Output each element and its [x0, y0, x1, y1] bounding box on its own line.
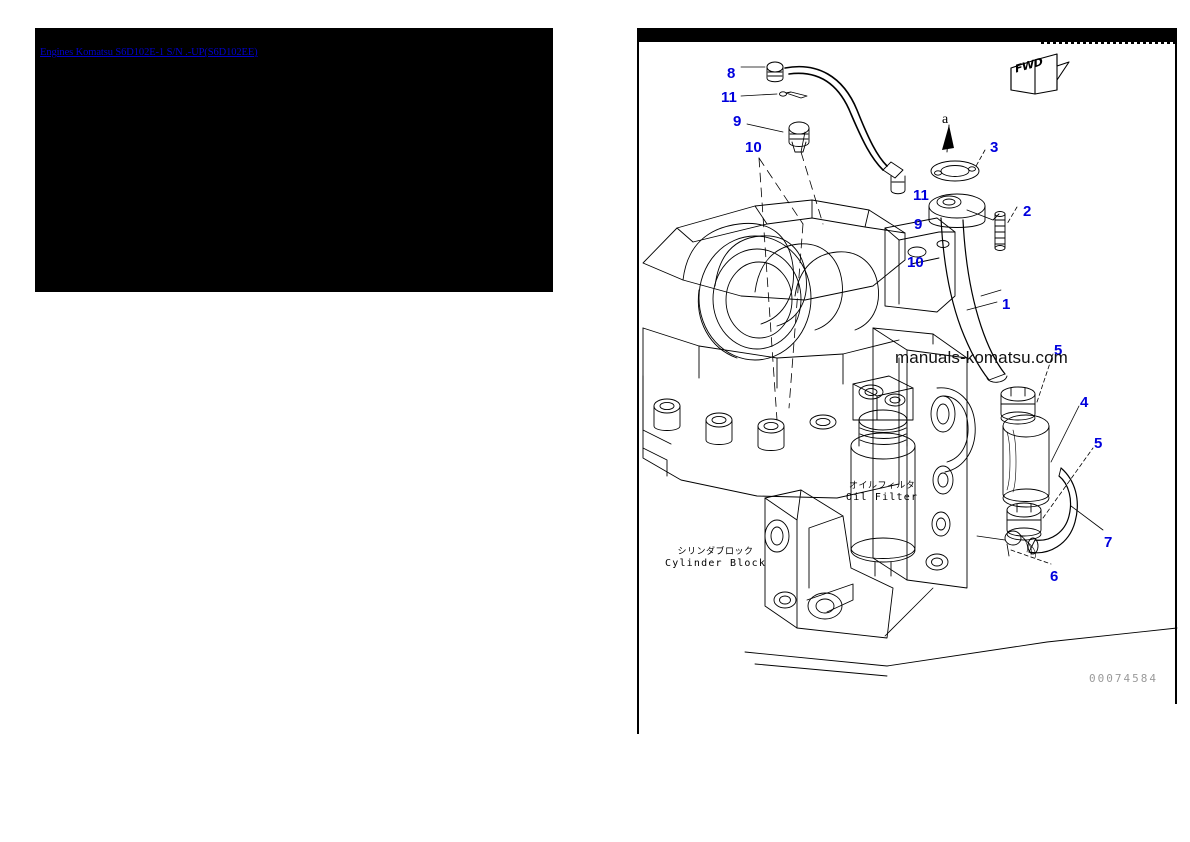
diagram-dotted-top-border — [1041, 42, 1177, 44]
callout-2[interactable]: 2 — [1023, 203, 1032, 220]
callout-5-upper[interactable]: 5 — [1054, 342, 1063, 359]
diagram-right-border — [1175, 42, 1177, 704]
callout-5-lower[interactable]: 5 — [1094, 435, 1103, 452]
label-cylinder-block: シリンダブロック Cylinder Block — [665, 546, 766, 570]
parts-diagram-panel: 8 11 9 10 3 2 11 9 10 1 5 4 5 7 6 a FWD … — [637, 28, 1190, 734]
callout-9-mid[interactable]: 9 — [914, 216, 923, 233]
diagram-left-border — [637, 42, 639, 734]
drawing-number: 00074584 — [1089, 672, 1158, 685]
label-oil-filter: オイルフィルタ Oil Filter — [846, 480, 918, 504]
callout-4[interactable]: 4 — [1080, 394, 1089, 411]
label-oil-filter-en: Oil Filter — [846, 492, 919, 503]
label-cylinder-block-en: Cylinder Block — [665, 558, 767, 569]
callout-1[interactable]: 1 — [1002, 296, 1011, 313]
callout-3[interactable]: 3 — [990, 139, 999, 156]
left-black-panel: Engines Komatsu S6D102E-1 S/N .-UP(S6D10… — [35, 28, 553, 292]
diagram-top-bar — [637, 28, 1177, 42]
section-marker-a: a — [942, 112, 949, 127]
label-oil-filter-jp: オイルフィルタ — [848, 481, 916, 491]
callout-7[interactable]: 7 — [1104, 534, 1113, 551]
callout-6[interactable]: 6 — [1050, 568, 1059, 585]
callout-8[interactable]: 8 — [727, 65, 736, 82]
label-cylinder-block-jp: シリンダブロック — [677, 547, 754, 557]
site-watermark: manuals-komatsu.com — [895, 348, 1068, 367]
callout-9-top[interactable]: 9 — [733, 113, 742, 130]
callout-11-top[interactable]: 11 — [721, 89, 737, 106]
callout-11-mid[interactable]: 11 — [913, 187, 929, 204]
callout-10-left[interactable]: 10 — [745, 139, 762, 156]
callout-10-mid[interactable]: 10 — [907, 254, 924, 271]
document-title-link[interactable]: Engines Komatsu S6D102E-1 S/N .-UP(S6D10… — [40, 47, 258, 58]
engine-assembly-drawing — [642, 53, 1178, 677]
